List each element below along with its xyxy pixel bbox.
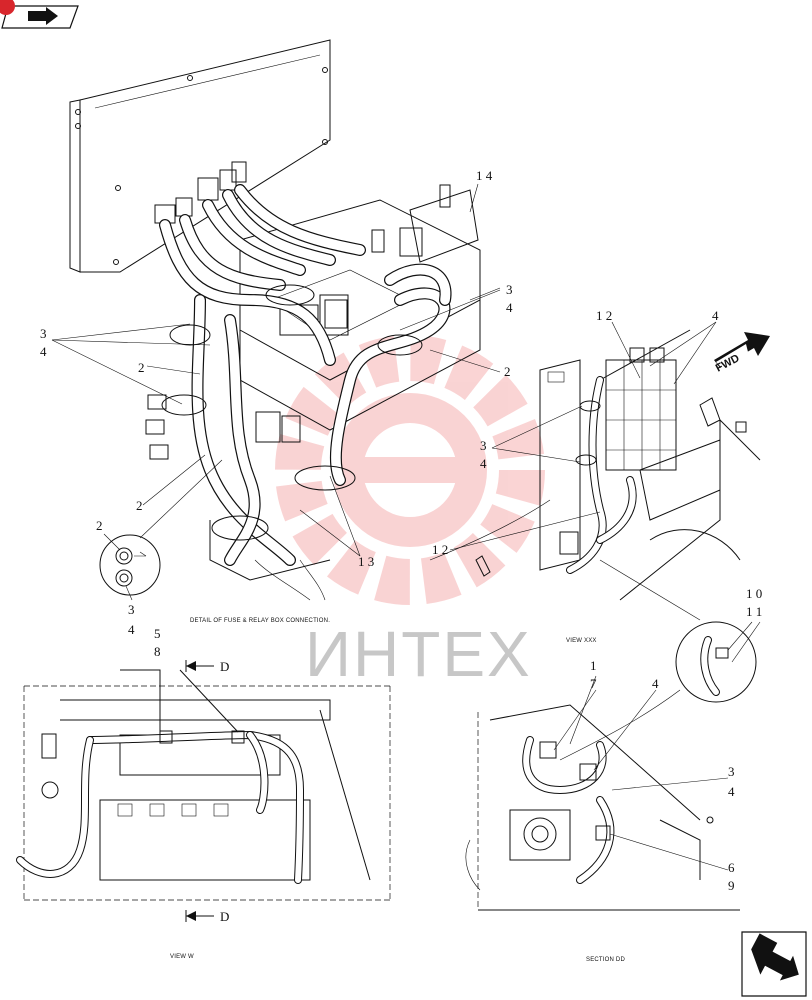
callout-5: 5 <box>154 626 161 641</box>
callout-1: 1 <box>590 658 597 673</box>
leader-lines-view-xxx <box>449 321 717 551</box>
callout-4: 4 <box>652 676 659 691</box>
callout-4: 4 <box>728 784 735 799</box>
callout-12: 1 2 <box>432 542 448 557</box>
callout-3: 3 <box>40 326 47 341</box>
callout-9: 9 <box>728 878 735 893</box>
callout-12: 1 2 <box>596 308 612 323</box>
callout-2: 2 <box>138 360 145 375</box>
forward-direction-indicator: FWD <box>714 332 770 375</box>
section-marker-bottom: D <box>185 909 229 924</box>
callout-4: 4 <box>712 308 719 323</box>
section-marker-top: D <box>185 659 229 674</box>
callout-13: 1 3 <box>358 554 374 569</box>
callout-2: 2 <box>504 364 511 379</box>
section-dd <box>465 704 740 911</box>
next-page-button[interactable] <box>741 931 807 997</box>
fwd-label: FWD <box>714 352 742 374</box>
watermark-text: ИНТЕХ <box>305 618 532 690</box>
callout-2: 2 <box>96 518 103 533</box>
callout-3: 3 <box>128 602 135 617</box>
fuse-relay-box-detail <box>69 39 481 601</box>
view-xxx <box>429 329 761 621</box>
callout-4: 4 <box>480 456 487 471</box>
caption-view-xxx: VIEW XXX <box>566 638 597 644</box>
callout-4: 4 <box>506 300 513 315</box>
view-w <box>16 669 391 901</box>
callout-2: 2 <box>136 498 143 513</box>
callout-3: 3 <box>480 438 487 453</box>
callout-10: 1 0 <box>746 586 762 601</box>
section-marker-label-top: D <box>220 659 229 674</box>
caption-detail: DETAIL OF FUSE & RELAY BOX CONNECTION. <box>190 618 330 624</box>
watermark-gear <box>275 335 545 605</box>
callout-3: 3 <box>728 764 735 779</box>
callout-3: 3 <box>506 282 513 297</box>
caption-view-w: VIEW W <box>170 954 194 960</box>
clip-detail-inset <box>559 621 761 761</box>
back-arrow-icon <box>28 7 58 25</box>
callout-7: 7 <box>590 676 597 691</box>
callout-4: 4 <box>40 344 47 359</box>
callouts: 1 4 3 4 2 2 2 3 4 3 4 2 1 3 1 2 4 3 4 1 … <box>40 168 762 893</box>
callout-8: 8 <box>154 644 161 659</box>
callout-14: 1 4 <box>476 168 493 183</box>
section-marker-label-bottom: D <box>220 909 229 924</box>
caption-section-dd: SECTION DD <box>586 957 625 963</box>
callout-6: 6 <box>728 860 735 875</box>
back-button[interactable] <box>0 0 79 29</box>
clamp-detail-inset <box>99 533 161 601</box>
next-page-arrow-icon <box>751 933 799 981</box>
leader-lines-detail <box>51 183 501 557</box>
leader-lines-section-dd <box>553 675 729 871</box>
callout-11: 1 1 <box>746 604 762 619</box>
callout-4: 4 <box>128 622 135 637</box>
